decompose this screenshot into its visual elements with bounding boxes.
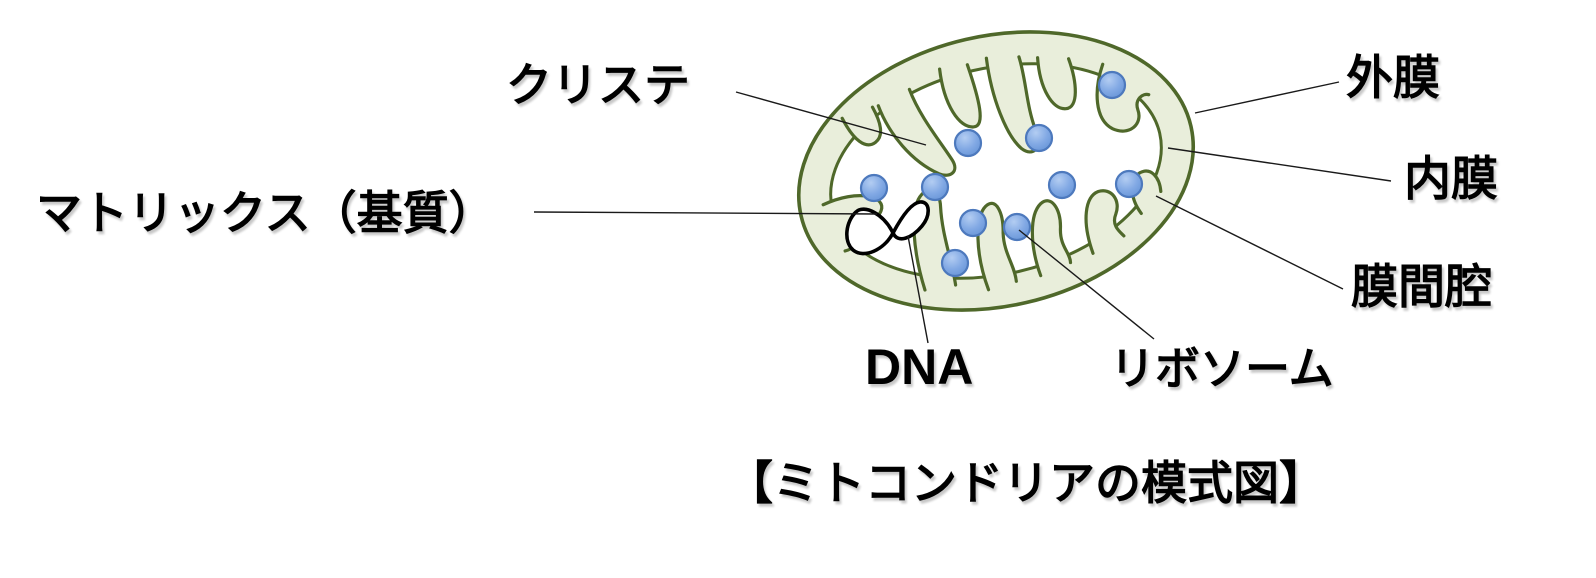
leader-lines <box>533 81 1392 344</box>
diagram-caption: 【ミトコンドリアの模式図】 <box>727 457 1325 509</box>
label-outer-membrane: 外膜 <box>1346 51 1440 104</box>
ribosome-dot <box>1047 170 1077 200</box>
label-inner-membrane: 内膜 <box>1404 152 1498 205</box>
ribosome-dot <box>1024 123 1054 153</box>
leader-line-cristae <box>735 91 927 146</box>
ribosome-dot <box>940 248 970 278</box>
label-cristae: クリステ <box>506 59 690 111</box>
crista-fold <box>984 55 1040 154</box>
leader-line-matrix <box>533 211 878 215</box>
crista-fold <box>1084 189 1126 255</box>
leader-line-dna <box>907 235 929 344</box>
leader-line-ribosome <box>1018 229 1155 340</box>
ribosome-dot <box>953 128 983 158</box>
leader-line-outer-membrane <box>1194 81 1340 114</box>
leader-line-intermembrane-space <box>1155 195 1344 290</box>
crista-fold <box>1030 199 1073 278</box>
crista-fold <box>840 105 883 147</box>
ribosome-dot <box>1097 70 1127 100</box>
crista-fold <box>938 63 982 129</box>
ribosome-dot <box>859 173 889 203</box>
label-intermembrane-space: 膜間腔 <box>1351 260 1492 313</box>
crista-fold <box>976 201 1018 292</box>
leader-line-inner-membrane <box>1167 147 1392 182</box>
crista-fold <box>876 87 957 177</box>
label-dna: DNA <box>865 339 974 395</box>
ribosome-dot <box>958 208 988 238</box>
mitochondrion-body <box>796 30 1196 312</box>
ribosome-dot <box>920 172 950 202</box>
label-ribosome: リボソーム <box>1110 343 1334 394</box>
dna-squiggle <box>845 200 930 256</box>
label-matrix: マトリックス（基質） <box>36 187 495 239</box>
ribosome-dots <box>859 70 1144 278</box>
ribosome-dot <box>1114 169 1144 199</box>
crista-fold <box>1035 56 1077 111</box>
